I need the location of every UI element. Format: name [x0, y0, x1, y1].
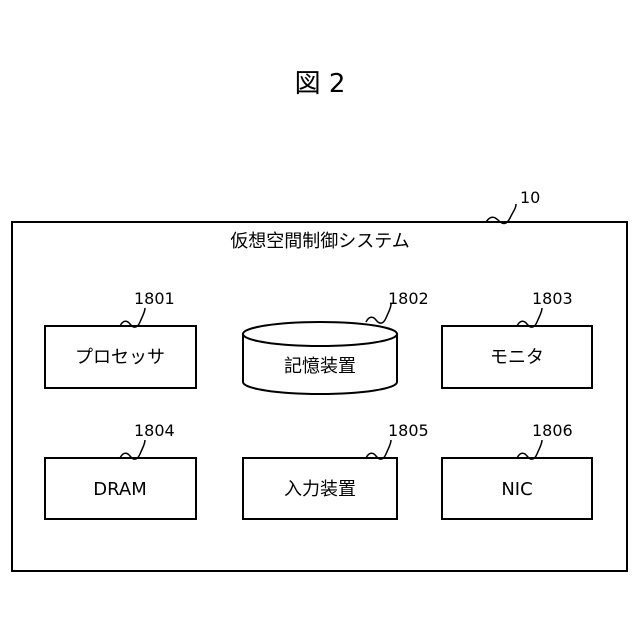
- monitor-label: モニタ: [490, 347, 544, 368]
- system-label: 仮想空間制御システム: [230, 231, 409, 252]
- processor-label: プロセッサ: [75, 347, 165, 368]
- processor-ref-number: 1801: [134, 289, 175, 308]
- input-label: 入力装置: [284, 479, 356, 500]
- monitor-ref-number: 1803: [532, 289, 573, 308]
- system-ref-number: 10: [520, 188, 540, 207]
- nic-ref-number: 1806: [532, 421, 573, 440]
- dram-label: DRAM: [93, 479, 146, 500]
- system-ref-leader: [486, 204, 516, 224]
- nic-label: NIC: [501, 479, 532, 500]
- dram-ref-number: 1804: [134, 421, 175, 440]
- storage-label: 記憶装置: [284, 356, 356, 377]
- input-ref-number: 1805: [388, 421, 429, 440]
- storage-ref-number: 1802: [388, 289, 429, 308]
- figure-title: 図 2: [295, 69, 346, 99]
- storage-cylinder-top: [243, 322, 397, 346]
